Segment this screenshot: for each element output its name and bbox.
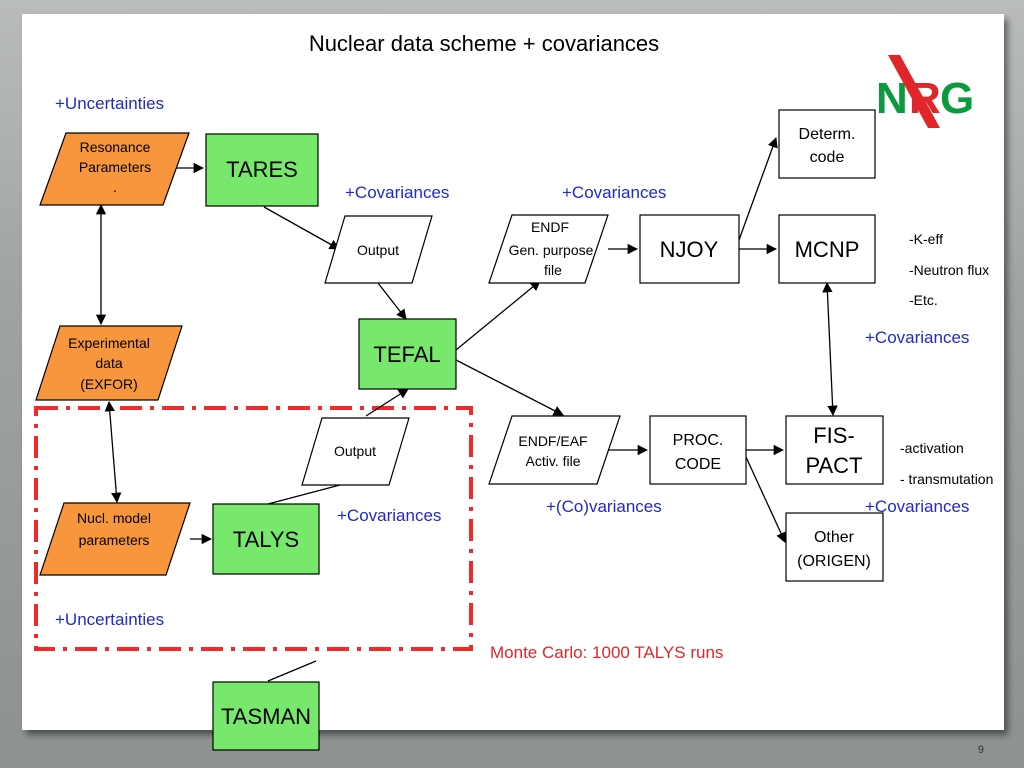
talys-node: TALYS (212, 503, 320, 575)
resonance-line-1: Resonance (80, 139, 151, 155)
mcnp-result-etc: -Etc. (909, 292, 938, 308)
mcnp-results-list: -K-eff -Neutron flux -Etc. (909, 231, 989, 308)
annotations: +Uncertainties +Uncertainties +Covarianc… (55, 94, 969, 629)
arrow-tasman-up (267, 660, 317, 682)
tefal-label: TEFAL (373, 342, 440, 367)
mcnp-result-flux: -Neutron flux (909, 262, 989, 278)
logo-swoosh (888, 55, 940, 128)
endf-eaf-line-2: Activ. file (526, 453, 581, 469)
mcnp-label: MCNP (795, 237, 860, 262)
proc-code-line-1: PROC. (673, 432, 724, 449)
arrow-talys-output (267, 484, 341, 505)
experimental-data-node: Experimental data (EXFOR) (35, 325, 183, 401)
co-variances-label: +(Co)variances (546, 497, 662, 516)
determ-code-node: Determ. code (778, 109, 876, 179)
arrow-mcnp-fispact (822, 281, 838, 417)
tasman-label: TASMAN (221, 704, 311, 729)
nrg-logo: N R G (876, 55, 974, 128)
resonance-parameters-node: Resonance Parameters . (39, 132, 190, 206)
proc-code-line-2: CODE (675, 456, 721, 473)
endf-general-line-1: ENDF (531, 219, 569, 235)
mcnp-result-keff: -K-eff (909, 231, 943, 247)
endf-general-node: ENDF Gen. purpose file (488, 214, 609, 284)
determ-line-2: code (810, 149, 845, 166)
uncertainties-bottom-label: +Uncertainties (55, 610, 164, 629)
logo-letter-g: G (940, 74, 974, 123)
page-title: Nuclear data scheme + covariances (309, 31, 659, 56)
fispact-results-list: -activation - transmutation (900, 440, 993, 487)
connectors (95, 137, 838, 682)
endf-eaf-line-1: ENDF/EAF (518, 433, 587, 449)
experimental-line-3: (EXFOR) (80, 376, 138, 392)
endf-general-line-3: file (544, 262, 562, 278)
covariances-mcnp-label: +Covariances (865, 328, 969, 347)
output-bottom-node: Output (301, 417, 410, 486)
page-number: 9 (978, 744, 984, 756)
arrow-tares-output (263, 206, 340, 250)
nucl-model-line-1: Nucl. model (77, 510, 151, 526)
output-top-label: Output (357, 242, 399, 258)
arrow-tefal-endf (455, 280, 541, 351)
output-top-node: Output (324, 215, 433, 284)
fispact-line-1: FIS- (813, 423, 855, 448)
uncertainties-top-label: +Uncertainties (55, 94, 164, 113)
fispact-node: FIS- PACT (785, 415, 884, 485)
arrow-njoy-determ (738, 137, 778, 241)
other-line-1: Other (814, 529, 855, 546)
logo-letter-n: N (876, 74, 908, 123)
nucl-model-node: Nucl. model parameters (39, 502, 191, 576)
njoy-node: NJOY (639, 214, 740, 284)
determ-line-1: Determ. (799, 126, 856, 143)
covariances-talys-label: +Covariances (337, 506, 441, 525)
experimental-line-2: data (95, 355, 122, 371)
resonance-line-3: . (113, 179, 117, 195)
mcnp-node: MCNP (778, 214, 876, 284)
other-line-2: (ORIGEN) (797, 553, 871, 570)
fispact-result-activation: -activation (900, 440, 964, 456)
endf-eaf-node: ENDF/EAF Activ. file (488, 415, 621, 485)
resonance-line-2: Parameters (79, 159, 151, 175)
arrow-output-tefal (377, 282, 407, 320)
tares-label: TARES (226, 157, 298, 182)
arrow-output-tefal-bottom (365, 388, 409, 417)
njoy-label: NJOY (660, 237, 719, 262)
tares-node: TARES (205, 133, 319, 207)
endf-general-line-2: Gen. purpose (509, 242, 594, 258)
fispact-result-transmutation: - transmutation (900, 471, 993, 487)
tasman-node: TASMAN (212, 681, 320, 751)
covariances-fispact-label: +Covariances (865, 497, 969, 516)
covariances-tares-label: +Covariances (345, 183, 449, 202)
tefal-node: TEFAL (358, 318, 457, 390)
nucl-model-line-2: parameters (79, 532, 150, 548)
proc-code-node: PROC. CODE (649, 415, 747, 485)
experimental-line-1: Experimental (68, 335, 150, 351)
monte-carlo-label: Monte Carlo: 1000 TALYS runs (490, 643, 723, 662)
covariances-endf-label: +Covariances (562, 183, 666, 202)
output-bottom-label: Output (334, 443, 376, 459)
arrow-experimental-nucl (104, 400, 122, 504)
arrow-proc-other (745, 456, 786, 543)
talys-label: TALYS (233, 527, 299, 552)
fispact-line-2: PACT (805, 453, 862, 478)
other-origen-node: Other (ORIGEN) (785, 512, 884, 582)
talys-region-frame (34, 406, 473, 651)
arrow-tefal-endfeaf (455, 359, 564, 416)
